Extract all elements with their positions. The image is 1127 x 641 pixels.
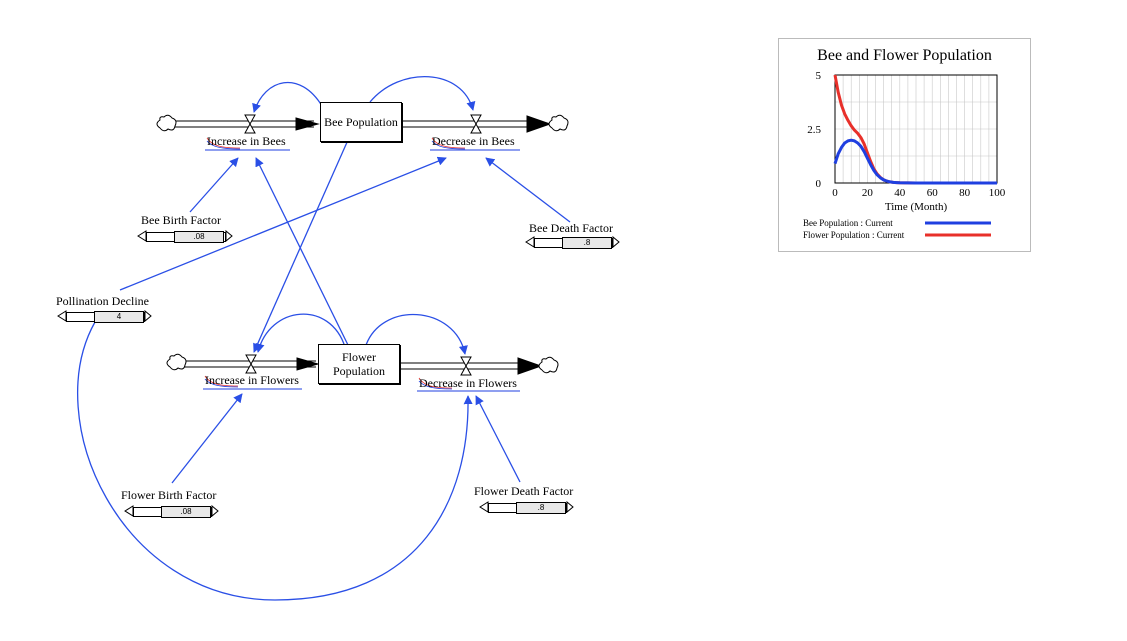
slider-value-flower-death-factor[interactable]: .8 (516, 502, 566, 514)
param-label-flower-birth-factor: Flower Birth Factor (121, 488, 217, 502)
slider-pollination-decline[interactable]: 4 (66, 311, 145, 323)
flow-label-increase-in-flowers[interactable]: Increase in Flowers (205, 373, 299, 387)
y-tick-label: 2.5 (807, 124, 821, 136)
slider-left-arrow-bee-birth-icon[interactable] (137, 230, 147, 242)
cloud-source-flowers-icon (166, 353, 187, 371)
slider-right-arrow-flower-birth-icon[interactable] (211, 504, 219, 518)
valve-decrease-in-flowers-icon[interactable] (460, 356, 472, 376)
slider-bee-death-factor[interactable]: .8 (534, 237, 613, 249)
flow-pipe-decrease-in-bees (402, 115, 552, 133)
link-flower-death-to-decrease-flowers (475, 395, 521, 483)
x-tick-label: 20 (862, 187, 874, 199)
link-pollination-to-decrease-bees (119, 156, 447, 291)
cloud-source-bees-icon (156, 114, 177, 132)
legend-label: Bee Population : Current (803, 218, 893, 228)
x-tick-label: 100 (989, 187, 1006, 199)
param-label-bee-death-factor: Bee Death Factor (529, 221, 613, 235)
param-label-flower-death-factor: Flower Death Factor (474, 484, 574, 498)
valve-decrease-in-bees-icon[interactable] (470, 114, 482, 134)
stock-flower-population-label: Flower Population (332, 350, 385, 378)
link-bee-pop-to-increase-flowers (253, 139, 349, 353)
flow-pipe-increase-in-bees (172, 117, 320, 131)
cloud-sink-flowers-icon (538, 356, 559, 374)
link-flower-pop-to-increase-bees (255, 157, 349, 346)
slider-value-pollination-decline[interactable]: 4 (94, 311, 144, 323)
slider-left-arrow-pollination-icon[interactable] (57, 310, 67, 322)
link-flower-pop-to-increase-flowers (255, 313, 346, 353)
slider-left-arrow-bee-death-icon[interactable] (525, 236, 535, 248)
y-tick-label: 5 (816, 70, 822, 82)
slider-right-arrow-bee-death-icon[interactable] (612, 235, 620, 249)
chart-title: Bee and Flower Population (817, 47, 992, 64)
slider-left-arrow-flower-birth-icon[interactable] (124, 505, 134, 517)
slider-bee-birth-factor[interactable]: .08 (146, 231, 226, 243)
slider-right-arrow-flower-death-icon[interactable] (566, 500, 574, 514)
link-bee-pop-to-decrease-bees (369, 75, 476, 111)
cloud-sink-bees-icon (548, 114, 569, 132)
series-line (833, 138, 997, 185)
param-label-pollination-decline: Pollination Decline (56, 294, 149, 308)
stock-bee-population-label: Bee Population (324, 115, 398, 129)
link-flower-birth-to-increase-flowers (171, 393, 243, 484)
stock-flower-population[interactable]: Flower Population (318, 344, 400, 384)
x-axis-label: Time (Month) (885, 201, 948, 213)
link-bee-pop-to-increase-bees (252, 81, 323, 113)
slider-value-flower-birth-factor[interactable]: .08 (161, 506, 211, 518)
slider-right-arrow-pollination-icon[interactable] (144, 309, 152, 323)
param-label-bee-birth-factor: Bee Birth Factor (141, 213, 221, 227)
flow-label-decrease-in-flowers[interactable]: Decrease in Flowers (419, 376, 517, 390)
legend-label: Flower Population : Current (803, 230, 905, 240)
slider-flower-death-factor[interactable]: .8 (488, 502, 567, 514)
link-bee-death-to-decrease-bees (485, 157, 571, 223)
slider-value-bee-birth-factor[interactable]: .08 (174, 231, 224, 243)
slider-left-arrow-flower-death-icon[interactable] (479, 501, 489, 513)
link-pollination-to-decrease-flowers (77, 321, 473, 601)
stock-bee-population[interactable]: Bee Population (320, 102, 402, 142)
slider-flower-birth-factor[interactable]: .08 (133, 506, 212, 518)
flow-label-decrease-in-bees[interactable]: Decrease in Bees (432, 134, 515, 148)
link-flower-pop-to-decrease-flowers (364, 313, 468, 355)
flow-pipe-decrease-in-flowers (400, 357, 543, 375)
valve-increase-in-flowers-icon[interactable] (245, 354, 257, 374)
y-tick-label: 0 (816, 178, 822, 190)
link-bee-birth-to-increase-bees (189, 157, 239, 213)
chart-panel[interactable]: Bee and Flower Population 0 2.5 5 0 20 40 60 80… (778, 38, 1031, 252)
slider-value-bee-death-factor[interactable]: .8 (562, 237, 612, 249)
x-tick-label: 40 (894, 187, 906, 199)
x-tick-label: 0 (832, 187, 838, 199)
x-tick-label: 60 (927, 187, 939, 199)
flow-label-increase-in-bees[interactable]: Increase in Bees (207, 134, 286, 148)
valve-increase-in-bees-icon[interactable] (244, 114, 256, 134)
slider-right-arrow-bee-birth-icon[interactable] (225, 229, 233, 243)
x-tick-label: 80 (959, 187, 971, 199)
